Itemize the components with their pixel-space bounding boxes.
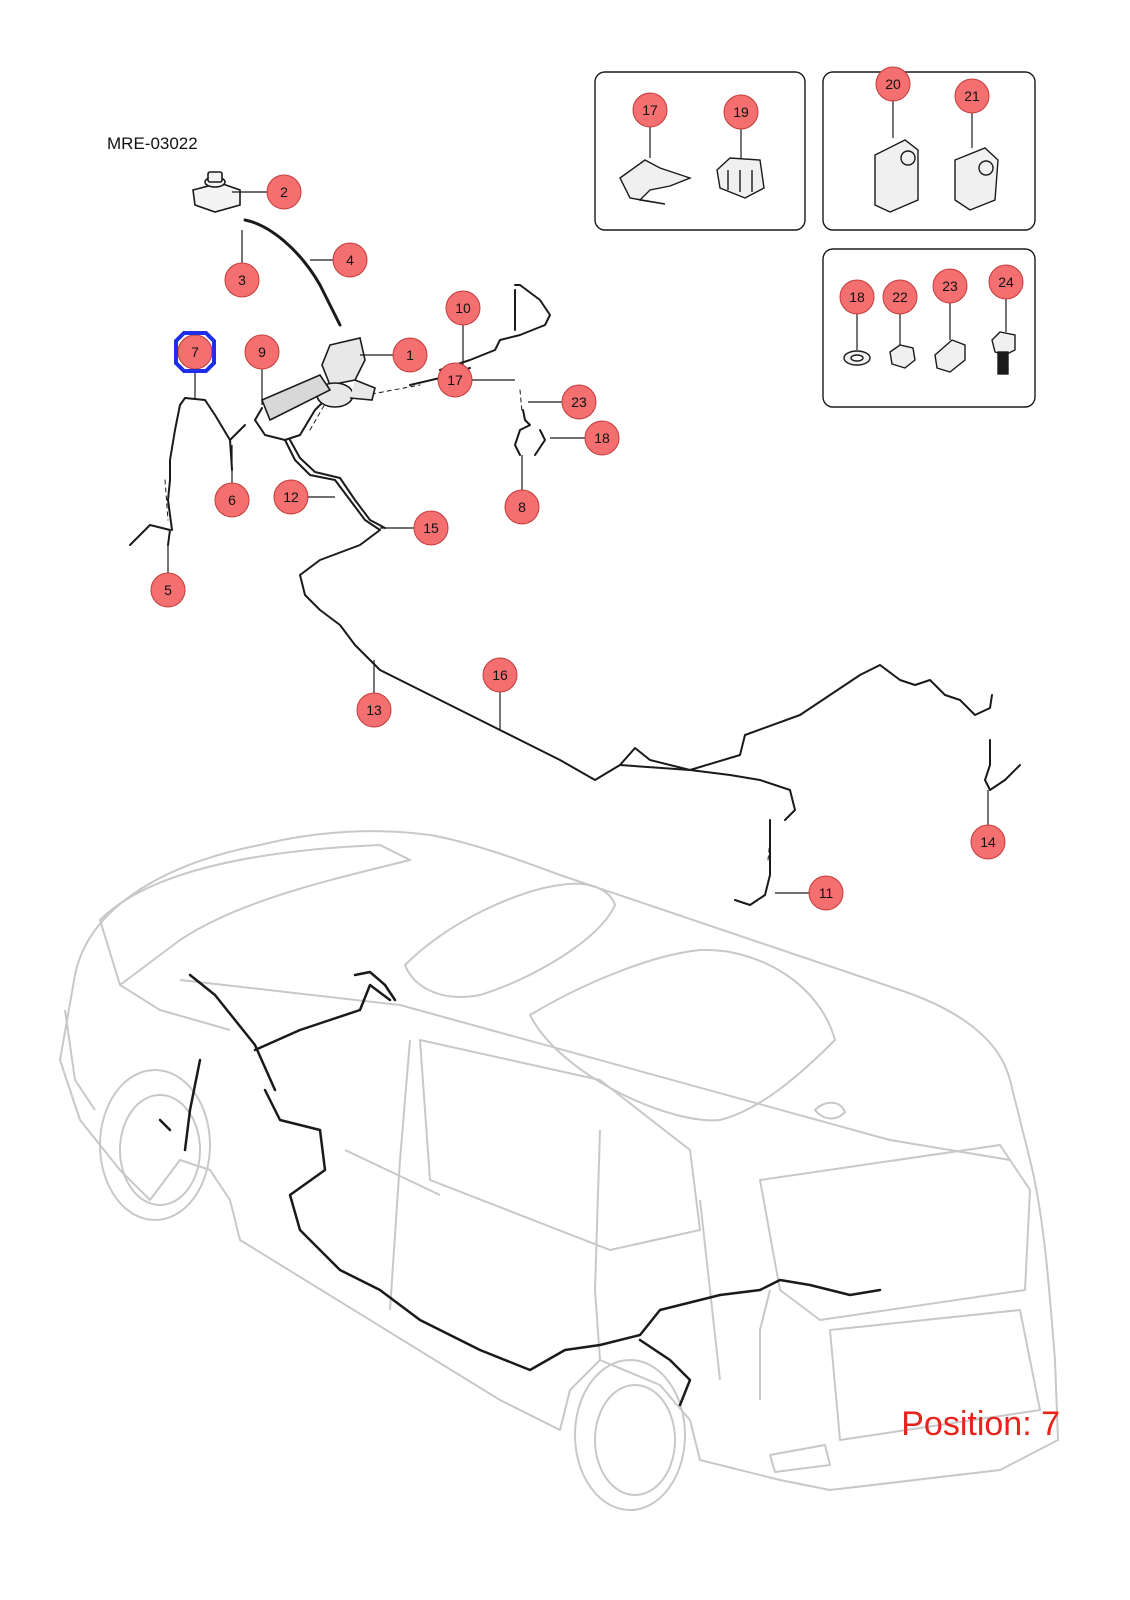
callout-15[interactable]: 15 <box>413 510 449 546</box>
svg-text:18: 18 <box>849 289 865 305</box>
diagram-code: MRE-03022 <box>107 134 198 153</box>
svg-text:10: 10 <box>455 300 471 316</box>
callout-5[interactable]: 5 <box>150 572 186 608</box>
callout-leaders <box>167 100 1007 894</box>
brake-line-assembly <box>129 218 1021 906</box>
callout-24[interactable]: 24 <box>988 264 1024 300</box>
banjo-bolt-icon <box>934 339 966 373</box>
svg-text:15: 15 <box>423 520 439 536</box>
svg-text:13: 13 <box>366 702 382 718</box>
svg-text:14: 14 <box>980 834 996 850</box>
svg-text:3: 3 <box>238 272 246 288</box>
callout-21[interactable]: 21 <box>954 78 990 114</box>
abs-modulator-unit <box>260 337 376 422</box>
svg-text:12: 12 <box>283 489 299 505</box>
callout-13[interactable]: 13 <box>356 692 392 728</box>
callouts: 1 2 3 4 5 6 7 8 9 10 11 12 13 14 15 16 1… <box>150 66 1024 911</box>
callout-14[interactable]: 14 <box>970 824 1006 860</box>
svg-text:11: 11 <box>819 885 834 901</box>
svg-text:24: 24 <box>998 274 1014 290</box>
svg-text:20: 20 <box>885 76 901 92</box>
bolt-icon <box>991 331 1016 356</box>
callout-17-inset[interactable]: 17 <box>632 92 668 128</box>
callout-3[interactable]: 3 <box>224 262 260 298</box>
bracket-clip-icon <box>619 159 693 205</box>
nut-icon <box>889 344 916 369</box>
svg-text:17: 17 <box>642 102 658 118</box>
callout-9[interactable]: 9 <box>244 334 280 370</box>
svg-text:8: 8 <box>518 499 526 515</box>
svg-text:7: 7 <box>191 344 199 360</box>
svg-text:6: 6 <box>228 492 236 508</box>
svg-text:9: 9 <box>258 344 266 360</box>
callout-23-main[interactable]: 23 <box>561 384 597 420</box>
callout-18-inset[interactable]: 18 <box>839 279 875 315</box>
callout-8[interactable]: 8 <box>504 489 540 525</box>
svg-text:5: 5 <box>164 582 172 598</box>
svg-text:2: 2 <box>280 184 288 200</box>
svg-text:23: 23 <box>942 278 958 294</box>
callout-17-main[interactable]: 17 <box>437 362 473 398</box>
callout-11[interactable]: 11 <box>808 875 844 911</box>
svg-text:17: 17 <box>447 372 463 388</box>
svg-text:22: 22 <box>892 289 908 305</box>
svg-text:21: 21 <box>964 88 980 104</box>
position-indicator: Position: 7 <box>901 1405 1060 1443</box>
vehicle-outline <box>59 830 1059 1511</box>
inset-panels <box>594 71 1036 408</box>
svg-text:23: 23 <box>571 394 587 410</box>
callout-12[interactable]: 12 <box>273 479 309 515</box>
svg-text:18: 18 <box>594 430 610 446</box>
vehicle-brake-lines <box>158 970 882 1407</box>
callout-6[interactable]: 6 <box>214 482 250 518</box>
callout-4[interactable]: 4 <box>332 242 368 278</box>
svg-text:19: 19 <box>733 104 749 120</box>
callout-22[interactable]: 22 <box>882 279 918 315</box>
callout-16[interactable]: 16 <box>482 657 518 693</box>
callout-2[interactable]: 2 <box>266 174 302 210</box>
sensor-bracket-small-icon <box>954 147 999 211</box>
callout-19[interactable]: 19 <box>723 94 759 130</box>
brake-fluid-reservoir <box>192 171 241 213</box>
callout-1[interactable]: 1 <box>392 337 428 373</box>
inset-parts <box>619 139 1016 375</box>
svg-text:4: 4 <box>346 252 354 268</box>
sensor-bracket-icon <box>874 139 919 213</box>
callout-7-selected[interactable]: 7 <box>174 331 216 373</box>
callout-23-inset[interactable]: 23 <box>932 268 968 304</box>
svg-text:16: 16 <box>492 667 508 683</box>
callout-10[interactable]: 10 <box>445 290 481 326</box>
selected-callout-highlight <box>174 331 216 373</box>
callout-20[interactable]: 20 <box>875 66 911 102</box>
svg-text:1: 1 <box>406 347 414 363</box>
callout-18-main[interactable]: 18 <box>584 420 620 456</box>
